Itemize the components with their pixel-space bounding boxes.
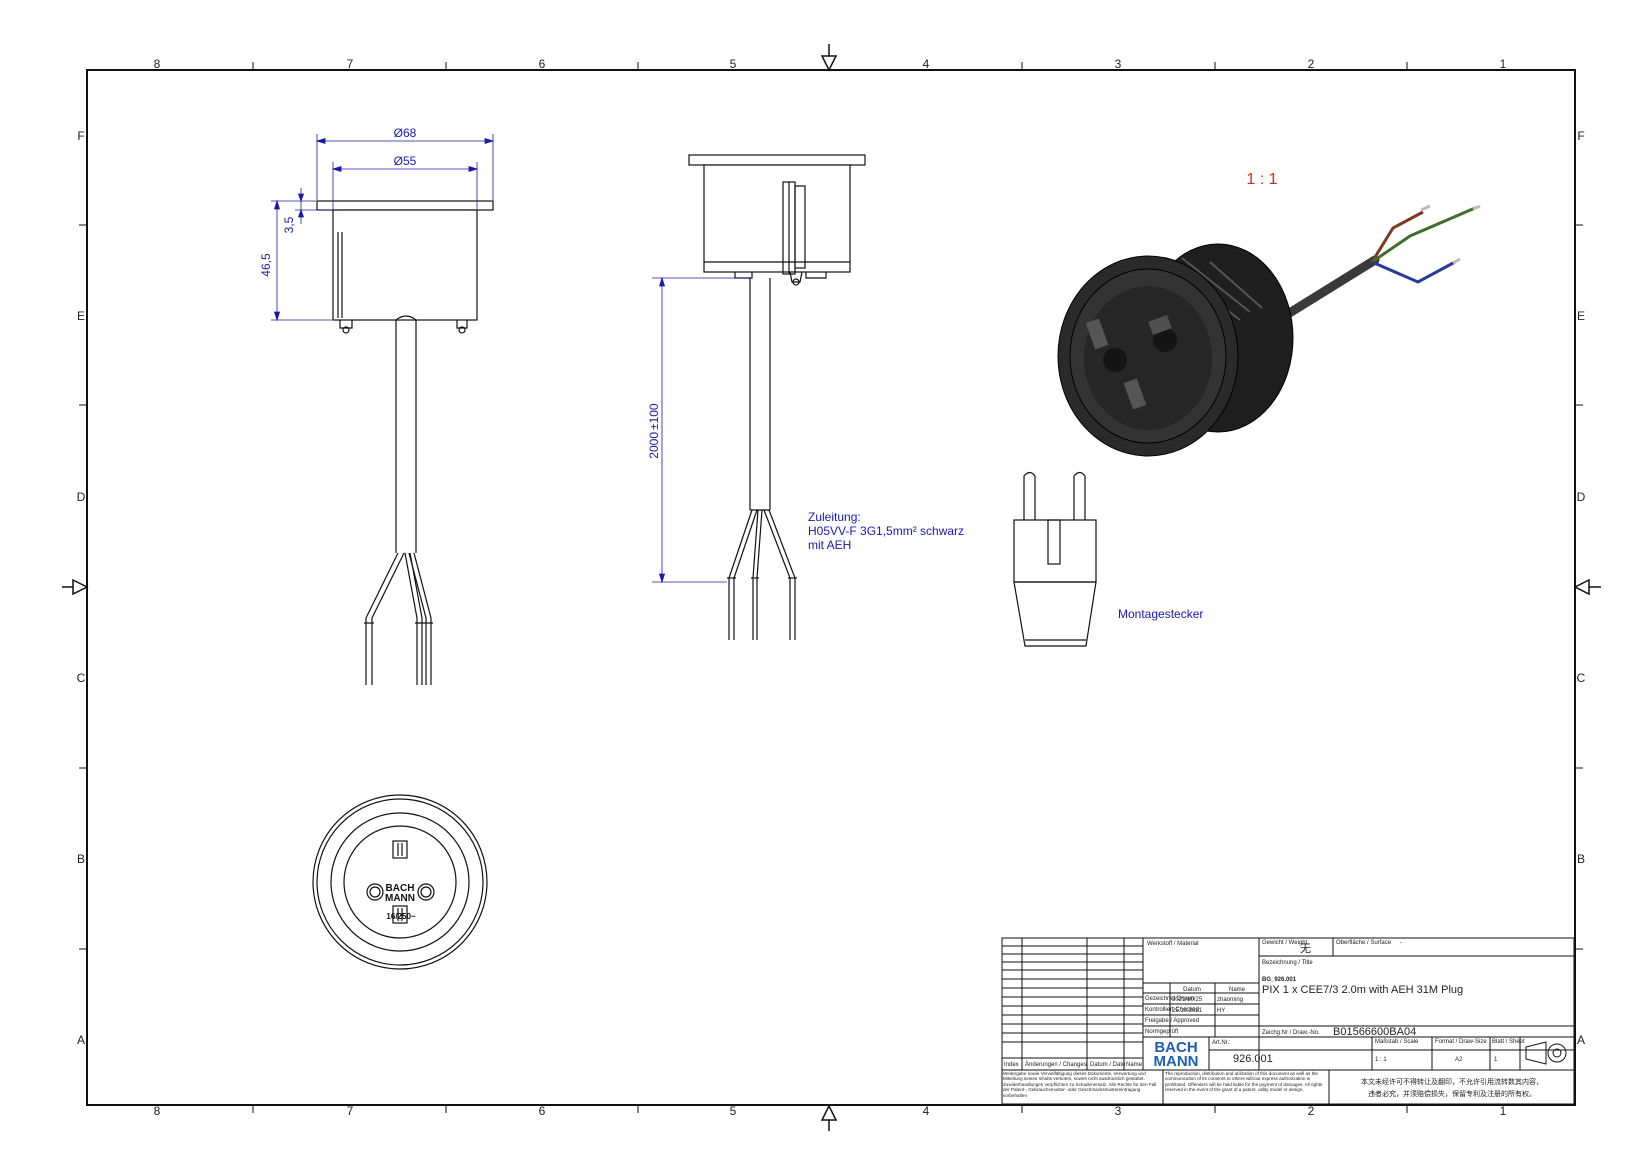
col-label: 3 xyxy=(1115,1104,1122,1118)
centering-marks xyxy=(62,44,1601,1131)
cable-note-line2: H05VV-F 3G1,5mm² schwarz xyxy=(808,524,964,538)
format-label: Format / Draw-Size xyxy=(1435,1039,1487,1045)
mounting-plug xyxy=(1013,471,1097,647)
legal-text-cn-1: 本文未经许可不得转让及翻印，不允许引用流转数其内容， xyxy=(1361,1077,1543,1086)
col-name-label: Name xyxy=(1229,987,1246,993)
weight-value: 无 xyxy=(1300,943,1311,955)
dim-inner-diameter: Ø55 xyxy=(394,154,417,168)
col-label: 4 xyxy=(923,57,930,71)
logo-line2: MANN xyxy=(1154,1053,1199,1070)
title-block-text: Werkstoff / Material Gewicht / Weight 无 … xyxy=(1004,940,1525,1070)
row-drawn-label: Gezeichnet Drawn xyxy=(1145,996,1194,1002)
doc-ref: BG_926.001 xyxy=(1262,977,1297,983)
legal-text-cn-2: 违者必究，并须赔偿损失，保留专利及注册的所有权。 xyxy=(1368,1089,1536,1098)
dim-cable-tolerance: ±100 xyxy=(647,403,661,430)
col-label: 5 xyxy=(730,1104,737,1118)
weight-label: Gewicht / Weight xyxy=(1262,940,1308,946)
plug-label: Montagestecker xyxy=(1118,607,1203,621)
col-label: 5 xyxy=(730,57,737,71)
row-label: A xyxy=(77,1033,85,1047)
row-checked-label: Kontrolliert Checked xyxy=(1145,1007,1199,1013)
col-label: 7 xyxy=(347,1104,354,1118)
socket-face-view xyxy=(312,794,488,970)
col-label: 7 xyxy=(347,57,354,71)
title-label: Bezeichnung / Title xyxy=(1262,960,1313,966)
socket-brand-line2: MANN xyxy=(385,893,415,904)
dim-cable-length: 2000 xyxy=(647,432,661,459)
front-view-cable xyxy=(688,154,866,640)
drawing-no-label: Zeichg.Nr / Draw.-No. xyxy=(1262,1030,1320,1036)
col-label: 2 xyxy=(1308,57,1315,71)
format-value: A2 xyxy=(1455,1057,1463,1063)
art-label: Art.Nr.: xyxy=(1212,1040,1231,1046)
legal-text-en: The reproduction, distribution and utili… xyxy=(1165,1071,1322,1092)
drawing-no: B01566600BA04 xyxy=(1333,1026,1416,1038)
side-view-dimensioned xyxy=(316,200,494,685)
dim-cable-length-value: 2000 xyxy=(647,432,661,459)
scale-value: 1 : 1 xyxy=(1375,1057,1387,1063)
row-label: C xyxy=(1577,671,1586,685)
socket-brand-line1: BACH xyxy=(386,883,415,894)
border-labels: 8 7 6 5 4 3 2 1 8 7 6 5 4 3 2 1 F E D C … xyxy=(77,57,1586,1118)
dimension-lines-view2 xyxy=(652,276,748,584)
socket-rating: 16/250~ xyxy=(386,912,415,921)
row-standard-label: Normgeprüft xyxy=(1145,1029,1179,1035)
row-label: D xyxy=(1577,490,1586,504)
legal-text-de: Weitergabe sowie Vervielfältigung dieses… xyxy=(1003,1071,1156,1098)
row-label: E xyxy=(77,309,85,323)
row-label: B xyxy=(1577,852,1585,866)
scale-note: 1 : 1 xyxy=(1246,171,1277,188)
sheet-label: Blatt / Sheet xyxy=(1492,1039,1525,1045)
dim-flange-height: 3,5 xyxy=(282,216,296,233)
rev-col-name: Name xyxy=(1126,1062,1143,1068)
drawn-date: 2021/10/25 xyxy=(1172,997,1203,1003)
sheet-value: 1 xyxy=(1494,1057,1498,1063)
checked-name: HY xyxy=(1217,1008,1225,1014)
checked-date: 25.10.2021 xyxy=(1172,1008,1203,1014)
row-label: D xyxy=(77,490,86,504)
dimension-lines-view1 xyxy=(271,134,495,322)
surface-label: Oberfläche / Surface xyxy=(1336,940,1392,946)
projection-symbol-icon xyxy=(1525,1041,1567,1065)
rev-col-changes: Änderungen / Changes xyxy=(1025,1061,1087,1068)
cable-note-line1: Zuleitung: xyxy=(808,510,861,524)
scale-field-label: Maßstab / Scale xyxy=(1375,1039,1419,1045)
row-label: F xyxy=(77,129,84,143)
row-label: C xyxy=(77,671,86,685)
drawing-title: PIX 1 x CEE7/3 2.0m with AEH 31M Plug xyxy=(1262,984,1463,996)
col-label: 6 xyxy=(539,1104,546,1118)
rev-col-date: Datum / Date xyxy=(1090,1062,1126,1068)
title-block xyxy=(1001,937,1575,1105)
rev-col-index: Index xyxy=(1004,1062,1019,1068)
col-label: 1 xyxy=(1500,57,1507,71)
surface-value: - xyxy=(1400,940,1402,946)
logo-line1: BACH xyxy=(1154,1039,1197,1056)
col-label: 4 xyxy=(923,1104,930,1118)
socket-3d-render xyxy=(1057,204,1481,457)
drawn-name: zhaoming xyxy=(1217,997,1243,1003)
row-label: A xyxy=(1577,1033,1585,1047)
col-label: 1 xyxy=(1500,1104,1507,1118)
row-released-label: Freigabe / Approved xyxy=(1145,1018,1199,1024)
col-label: 3 xyxy=(1115,57,1122,71)
row-label: B xyxy=(77,852,85,866)
col-label: 8 xyxy=(154,57,161,71)
row-label: F xyxy=(1577,129,1584,143)
col-label: 8 xyxy=(154,1104,161,1118)
col-label: 6 xyxy=(539,57,546,71)
row-label: E xyxy=(1577,309,1585,323)
dim-total-height: 46,5 xyxy=(259,253,273,277)
material-label: Werkstoff / Material xyxy=(1147,941,1198,947)
col-date-label: Datum xyxy=(1183,987,1201,993)
cable-note-line3: mit AEH xyxy=(808,538,851,552)
dim-outer-diameter: Ø68 xyxy=(394,126,417,140)
col-label: 2 xyxy=(1308,1104,1315,1118)
art-no: 926.001 xyxy=(1233,1053,1273,1065)
